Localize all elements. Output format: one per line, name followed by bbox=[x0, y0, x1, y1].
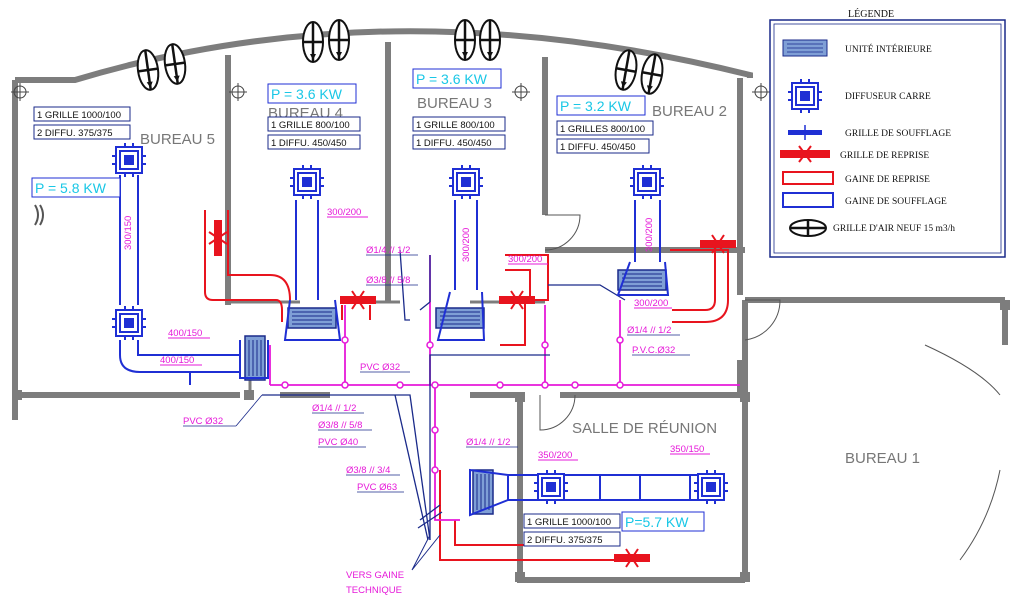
spec-b4-diffu: 1 DIFFU. 450/450 bbox=[271, 138, 347, 149]
pipe-label-6: PVC Ø32 bbox=[183, 416, 223, 427]
duct-label-b2-vertical: 300/200 bbox=[644, 218, 655, 252]
duct-label-b3-vertical: 300/200 bbox=[461, 228, 472, 262]
square-diffuser-icon bbox=[787, 78, 823, 114]
spec-salle-diffu: 2 DIFFU. 375/375 bbox=[527, 535, 603, 546]
square-diffuser-icon bbox=[289, 164, 325, 200]
pipe-label-4: Ø1/4 // 1/2 bbox=[627, 325, 671, 336]
legend: LÉGENDE UNITÉ INTÉRIEURE DIFFUSEUR CARRE… bbox=[769, 8, 1006, 258]
legend-label-2: GRILLE DE SOUFFLAGE bbox=[845, 129, 951, 139]
power-salle: P=5.7 KW bbox=[625, 514, 689, 530]
duct-label-underlines bbox=[160, 216, 710, 461]
power-labels: P = 5.8 KW P = 3.6 KW P = 3.6 KW P = 3.2… bbox=[31, 68, 705, 532]
spec-b5-diffu: 2 DIFFU. 375/375 bbox=[37, 128, 113, 139]
vers-gaine-label: VERS GAINE bbox=[346, 570, 404, 581]
pipe-label-12: Ø1/4 // 1/2 bbox=[466, 437, 510, 448]
indoor-unit-icon bbox=[782, 39, 828, 57]
legend-label-1: DIFFUSEUR CARRE bbox=[845, 92, 931, 102]
legend-label-5: GAINE DE SOUFFLAGE bbox=[845, 197, 947, 207]
return-grille-icon bbox=[613, 548, 651, 568]
spec-salle-grille: 1 GRILLE 1000/100 bbox=[527, 517, 611, 528]
supply-duct-icon bbox=[782, 192, 834, 208]
spec-boxes: 1 GRILLE 1000/100 2 DIFFU. 375/375 1 GRI… bbox=[33, 106, 654, 547]
return-duct-icon bbox=[782, 171, 834, 185]
spec-b3-grille: 1 GRILLE 800/100 bbox=[416, 120, 495, 131]
square-diffuser-icon bbox=[693, 469, 729, 505]
fresh-air-grille-icon bbox=[134, 47, 162, 93]
duct-label-b4-vertical: 300/200 bbox=[327, 207, 361, 218]
fresh-air-grille-icon bbox=[789, 219, 827, 237]
room-name-bureau1: BUREAU 1 bbox=[845, 450, 920, 467]
supply-grille-icon bbox=[788, 125, 822, 140]
walls bbox=[12, 28, 1008, 583]
leader-lines bbox=[411, 534, 441, 571]
room-name-bureau2: BUREAU 2 bbox=[652, 103, 727, 120]
fresh-air-grille-icon bbox=[301, 20, 325, 64]
pipe-label-3: PVC Ø32 bbox=[360, 362, 400, 373]
duct-label-b5-h2: 400/150 bbox=[160, 355, 194, 366]
room-name-bureau3: BUREAU 3 bbox=[417, 95, 492, 112]
power-bureau4: P = 3.6 KW bbox=[271, 86, 343, 102]
duct-label-salle-1: 350/200 bbox=[538, 450, 572, 461]
technique-label: TECHNIQUE bbox=[346, 585, 402, 595]
square-diffuser-icon bbox=[111, 305, 147, 341]
fresh-air-grille-icon bbox=[453, 18, 477, 62]
duct-label-salle-2: 350/150 bbox=[670, 444, 704, 455]
column-icon bbox=[511, 82, 531, 102]
square-diffuser-icon bbox=[629, 164, 665, 200]
power-bureau5: P = 5.8 KW bbox=[35, 180, 107, 196]
pipe-label-1: Ø1/4 // 1/2 bbox=[366, 245, 410, 256]
pipe-label-2: Ø3/8 // 5/8 bbox=[366, 275, 410, 286]
spec-b2-grille: 1 GRILLES 800/100 bbox=[560, 124, 645, 135]
return-grille-icon bbox=[208, 219, 228, 257]
power-bureau2: P = 3.2 KW bbox=[560, 98, 632, 114]
unit-plenums bbox=[239, 261, 670, 517]
fresh-air-grille-icon bbox=[478, 18, 502, 62]
legend-label-3: GRILLE DE REPRISE bbox=[840, 151, 929, 161]
supply-ducts bbox=[119, 175, 720, 501]
square-diffuser-icon bbox=[533, 469, 569, 505]
duct-label-b2-return: 300/200 bbox=[634, 298, 668, 309]
duct-label-b5-h1: 400/150 bbox=[168, 328, 202, 339]
trunk-lines bbox=[262, 249, 626, 541]
wall-posts bbox=[12, 300, 1010, 582]
pipe-nodes bbox=[281, 336, 624, 474]
spec-b5-grille: 1 GRILLE 1000/100 bbox=[37, 110, 121, 121]
pipe-label-11: PVC Ø63 bbox=[357, 482, 397, 493]
legend-title: LÉGENDE bbox=[848, 8, 894, 20]
room-name-bureau5: BUREAU 5 bbox=[140, 131, 215, 148]
pipe-label-10: Ø3/8 // 3/4 bbox=[346, 465, 390, 476]
indoor-unit-icon bbox=[287, 307, 337, 329]
spec-b3-diffu: 1 DIFFU. 450/450 bbox=[416, 138, 492, 149]
legend-label-4: GAINE DE REPRISE bbox=[845, 175, 930, 185]
spec-b4-grille: 1 GRILLE 800/100 bbox=[271, 120, 350, 131]
spec-b2-diffu: 1 DIFFU. 450/450 bbox=[560, 142, 636, 153]
power-bureau3: P = 3.6 KW bbox=[416, 71, 488, 87]
pipe-label-5: P.V.C.Ø32 bbox=[632, 345, 675, 356]
duct-label-b5-vertical: 300/150 bbox=[123, 216, 134, 250]
square-diffuser-icon bbox=[111, 142, 147, 178]
duct-size-labels: 300/150 400/150 400/150 300/200 300/200 … bbox=[123, 207, 704, 461]
pipe-label-9: PVC Ø40 bbox=[318, 437, 358, 448]
pipes bbox=[269, 255, 740, 521]
legend-label-6: GRILLE D'AIR NEUF 15 m3/h bbox=[833, 224, 955, 234]
pipe-labels: Ø1/4 // 1/2 Ø3/8 // 5/8 PVC Ø32 Ø1/4 // … bbox=[183, 245, 675, 596]
fresh-air-grille-icon bbox=[161, 41, 189, 87]
fresh-air-grille-icon bbox=[327, 18, 351, 62]
legend-label-0: UNITÉ INTÉRIEURE bbox=[845, 43, 932, 55]
column-icon bbox=[751, 82, 771, 102]
pipe-label-underlines bbox=[183, 254, 690, 493]
pipe-label-7: Ø1/4 // 1/2 bbox=[312, 403, 356, 414]
column-icon bbox=[228, 82, 248, 102]
indoor-unit-icon bbox=[244, 335, 266, 381]
pipe-label-8: Ø3/8 // 5/8 bbox=[318, 420, 362, 431]
room-name-salle: SALLE DE RÉUNION bbox=[572, 420, 717, 437]
square-diffuser-icon bbox=[448, 164, 484, 200]
return-grille-icon bbox=[780, 145, 830, 163]
fresh-air-grille-icon bbox=[637, 51, 667, 97]
fresh-air-grille-icon bbox=[611, 47, 641, 93]
door-swings bbox=[34, 204, 1001, 561]
duct-label-b3-return: 300/200 bbox=[508, 254, 542, 265]
